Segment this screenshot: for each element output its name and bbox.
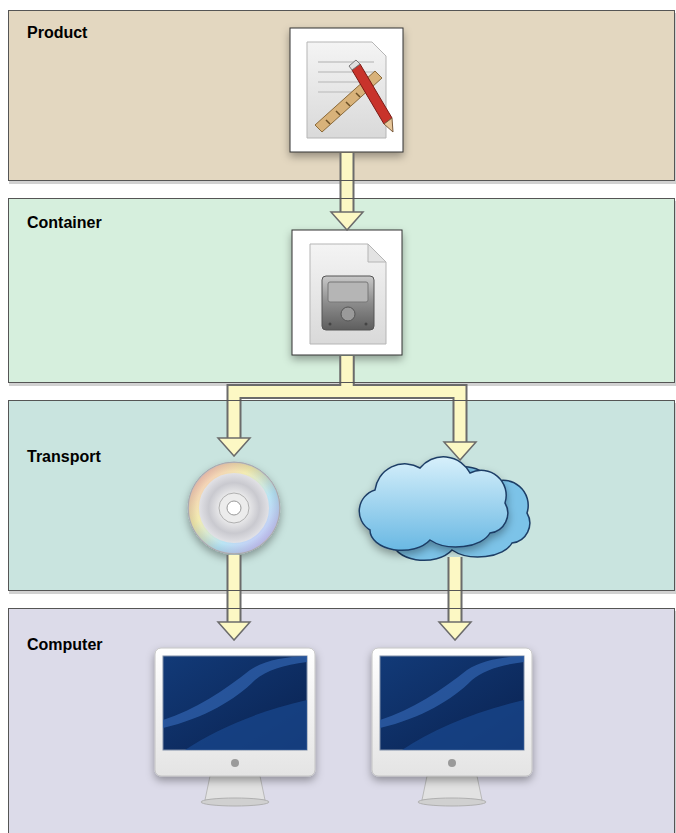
arrow-outline (448, 557, 463, 623)
imac-computer-part (422, 776, 482, 800)
imac-computer-part (418, 798, 486, 806)
container-band: Container (8, 198, 675, 383)
imac-computer-part (231, 759, 239, 767)
cd-disc-icon-part (227, 501, 241, 515)
disk-image-icon-part (292, 230, 402, 355)
band-heading: Transport (27, 447, 101, 466)
flow-arrow (439, 557, 471, 640)
disk-image-icon (292, 230, 402, 355)
imac-computer-part (380, 656, 524, 750)
flow-arrow (218, 356, 476, 460)
arrow-head (218, 622, 250, 640)
arrow-body (342, 153, 353, 213)
band-heading: Container (27, 213, 102, 232)
flow-arrow (218, 555, 250, 640)
computer-band: Computer (8, 608, 675, 833)
arrow-body (234, 356, 347, 439)
cd-disc-icon-part (188, 462, 280, 554)
imac-computer (155, 648, 315, 806)
imac-computer (372, 648, 532, 806)
cd-disc-icon (188, 462, 280, 554)
arrow-body (450, 557, 461, 623)
cd-disc-icon-part (194, 468, 274, 548)
imac-computer-part (185, 700, 307, 750)
network-cloud-icon-part (359, 457, 508, 551)
disk-image-icon-part (329, 323, 332, 326)
disk-image-icon-part (322, 276, 374, 330)
imac-computer-part (402, 700, 524, 750)
xcode-app-icon-part (290, 28, 403, 152)
network-cloud-icon (359, 457, 530, 561)
flow-arrow (331, 153, 363, 230)
disk-image-icon-part (328, 282, 368, 302)
band-fill (8, 400, 675, 591)
arrow-outline (234, 356, 347, 439)
disk-image-icon-part (341, 307, 355, 321)
disk-image-icon-part (365, 323, 368, 326)
arrow-head (444, 442, 476, 460)
band-fill (8, 198, 675, 383)
imac-computer-part (205, 776, 265, 800)
disk-image-icon-part (310, 244, 386, 344)
arrow-outline (227, 555, 242, 623)
arrow-head (439, 622, 471, 640)
arrow-head (331, 212, 363, 230)
imac-computer-part (163, 656, 307, 750)
imac-computer-part (448, 759, 456, 767)
xcode-app-icon-part (352, 64, 392, 124)
transport-band: Transport (8, 400, 675, 591)
xcode-app-icon-part (384, 118, 393, 132)
cd-disc-icon-part (219, 493, 249, 523)
band-heading: Product (27, 23, 87, 42)
imac-computer-part (372, 648, 532, 776)
band-fill (8, 608, 675, 833)
band-heading: Computer (27, 635, 103, 654)
imac-computer-part (201, 798, 269, 806)
product-band: Product (8, 10, 675, 181)
xcode-app-icon (290, 28, 403, 152)
arrow-head (218, 438, 250, 456)
disk-image-icon-part (368, 244, 386, 262)
xcode-app-icon-part (349, 60, 360, 70)
arrow-body (229, 555, 240, 623)
imac-computer-part (155, 648, 315, 776)
band-ground (8, 10, 676, 833)
arrow-outline (340, 153, 355, 213)
